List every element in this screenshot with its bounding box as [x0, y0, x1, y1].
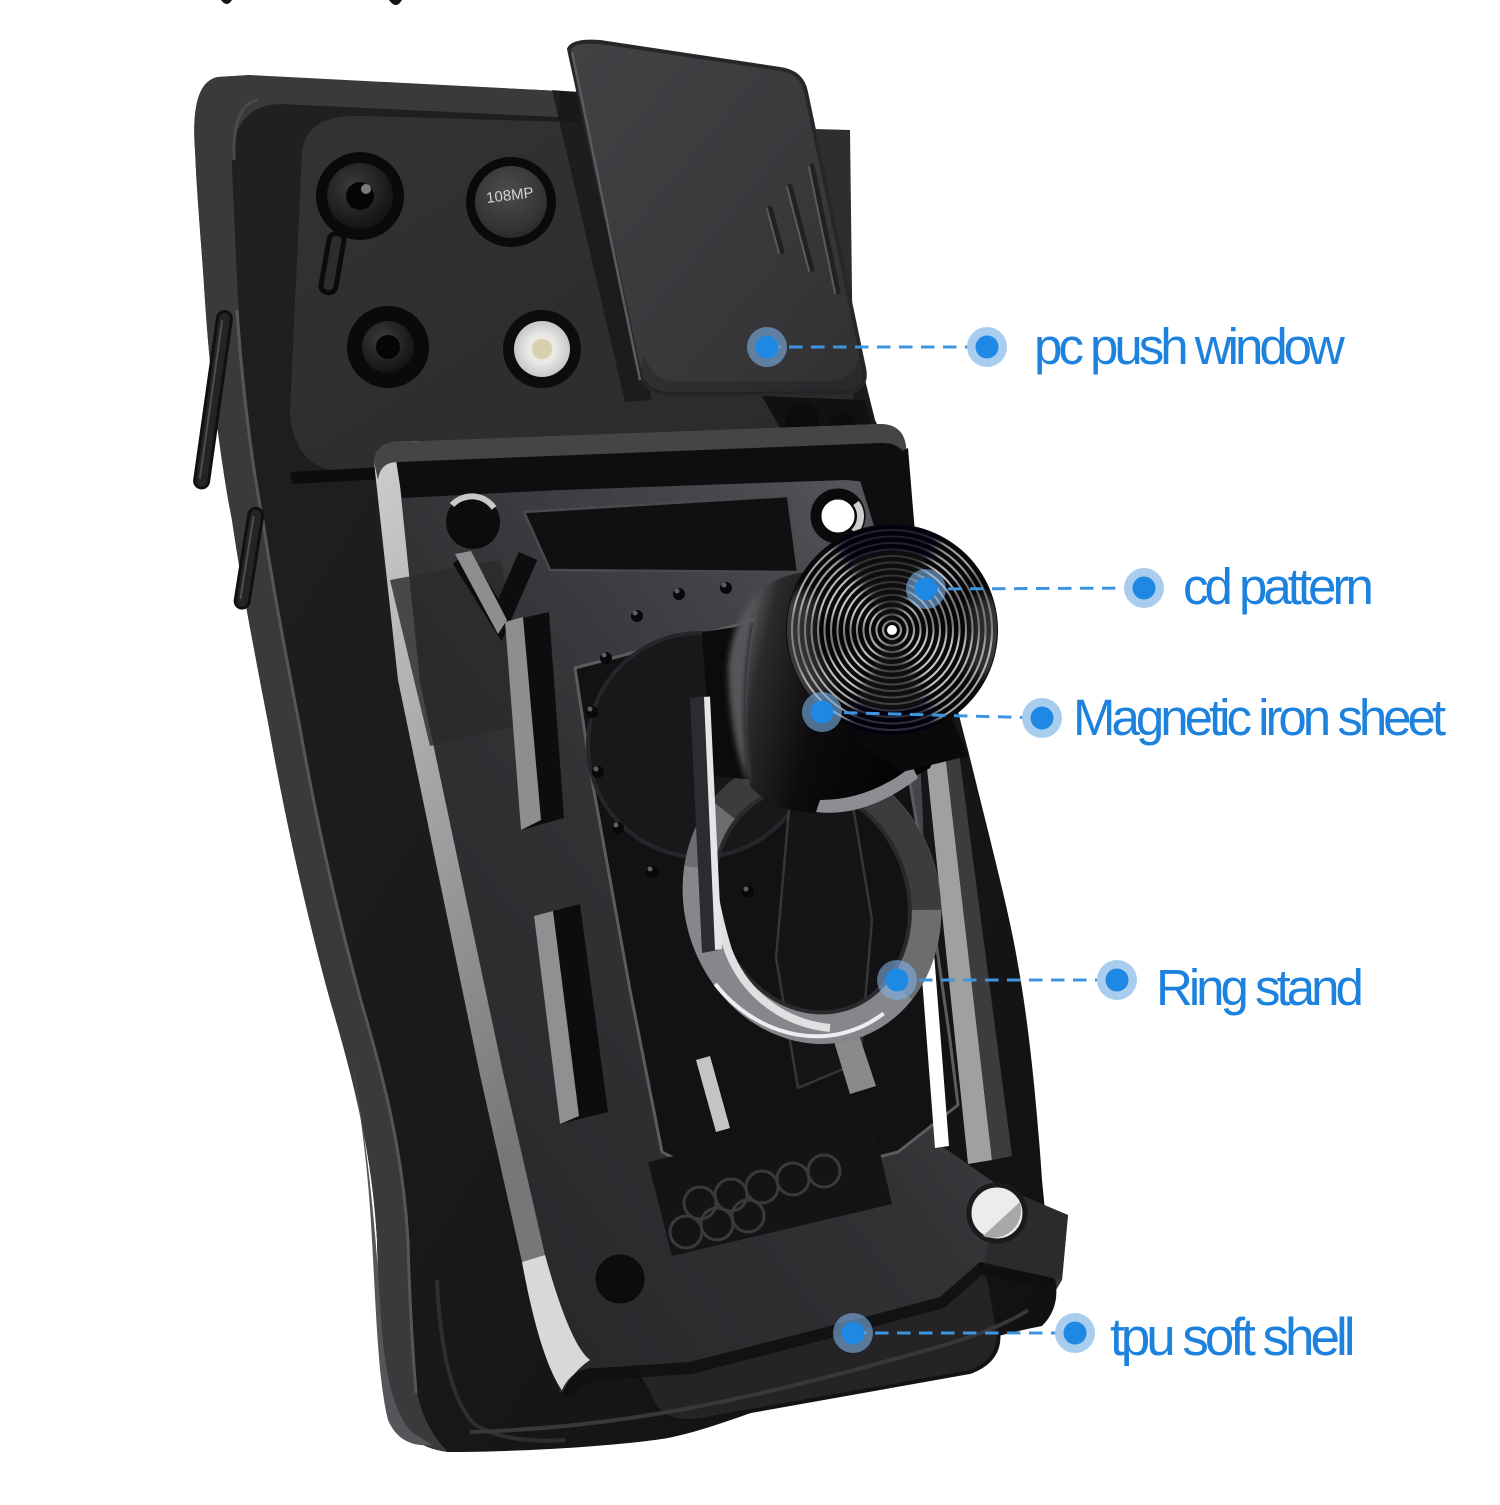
svg-text:108MP: 108MP: [485, 184, 534, 207]
svg-text:tpu soft shell: tpu soft shell: [1110, 1308, 1353, 1367]
svg-text:pc push window: pc push window: [1034, 318, 1345, 375]
svg-text:Ring stand: Ring stand: [1156, 959, 1361, 1016]
svg-text:Magnetic iron sheet: Magnetic iron sheet: [1073, 689, 1446, 746]
svg-text:cd pattern: cd pattern: [1183, 558, 1371, 615]
